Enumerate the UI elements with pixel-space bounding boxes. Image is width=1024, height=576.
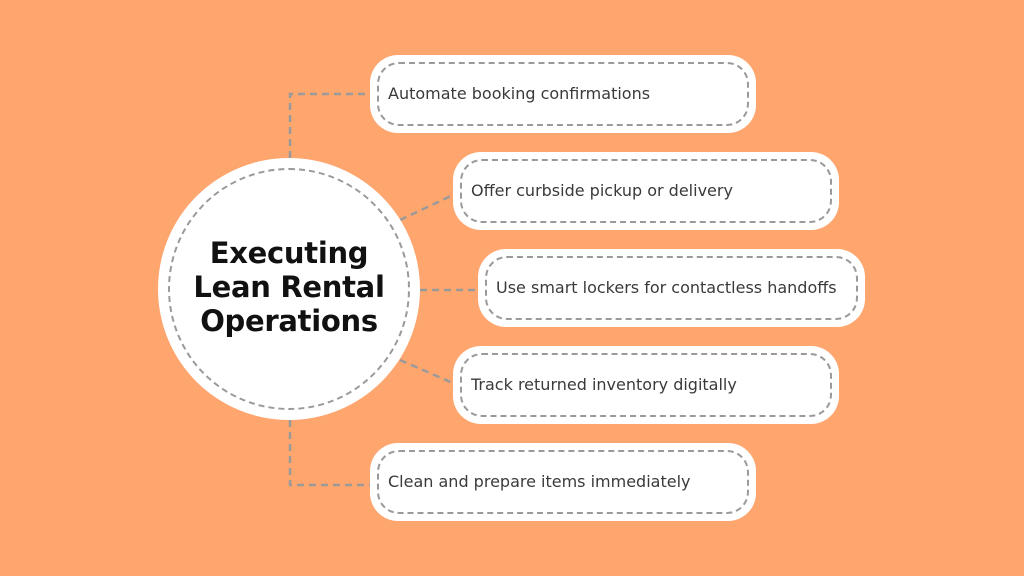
- item-label: Offer curbside pickup or delivery: [471, 181, 733, 200]
- item-node-curbside-pickup: Offer curbside pickup or delivery: [453, 152, 839, 230]
- center-node-dashed-ring: [168, 168, 410, 410]
- item-node-dashed-border: [485, 256, 858, 320]
- item-label: Automate booking confirmations: [388, 84, 651, 103]
- item-node-clean-prepare: Clean and prepare items immediately: [370, 443, 756, 521]
- connector-line-1: [399, 192, 456, 222]
- item-label: Track returned inventory digitally: [471, 375, 737, 394]
- item-node-dashed-border: [460, 353, 832, 417]
- item-node-smart-lockers: Use smart lockers for contactless handof…: [478, 249, 865, 327]
- connector-line-0: [288, 92, 370, 158]
- center-title: Executing Lean Rental Operations: [193, 236, 385, 338]
- connector-line-4: [288, 420, 370, 487]
- item-label: Clean and prepare items immediately: [388, 472, 691, 491]
- item-node-dashed-border: [460, 159, 832, 223]
- item-node-dashed-border: [377, 450, 749, 514]
- connector-line-3: [399, 358, 456, 386]
- item-node-track-inventory: Track returned inventory digitally: [453, 346, 839, 424]
- center-node: Executing Lean Rental Operations: [158, 158, 420, 420]
- item-label: Use smart lockers for contactless handof…: [496, 278, 837, 297]
- item-node-dashed-border: [377, 62, 749, 126]
- item-node-automate-booking: Automate booking confirmations: [370, 55, 756, 133]
